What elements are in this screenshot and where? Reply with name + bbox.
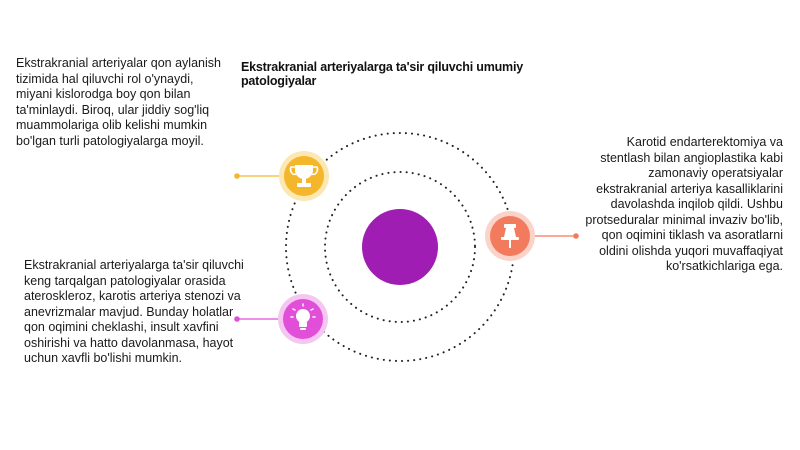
center-circle — [362, 209, 438, 285]
text-block-right: Karotid endarterektomiya va stentlash bi… — [585, 135, 783, 273]
page-title: Ekstrakranial arteriyalarga ta'sir qiluv… — [241, 60, 523, 88]
connector-trophy — [234, 173, 283, 179]
text-block-top-left: Ekstrakranial arteriyalar qon aylanish t… — [16, 56, 221, 148]
lightbulb-icon — [290, 303, 316, 330]
connector-pushpin — [532, 233, 579, 239]
node-pushpin — [485, 211, 535, 261]
inner-orbit — [324, 171, 476, 323]
node-lightbulb — [278, 294, 328, 344]
text-block-bottom-left: Ekstrakranial arteriyalarga ta'sir qiluv… — [24, 258, 244, 365]
trophy-icon — [289, 165, 319, 187]
node-trophy — [279, 151, 329, 201]
pushpin-icon — [501, 224, 519, 248]
connector-lightbulb — [234, 316, 281, 322]
